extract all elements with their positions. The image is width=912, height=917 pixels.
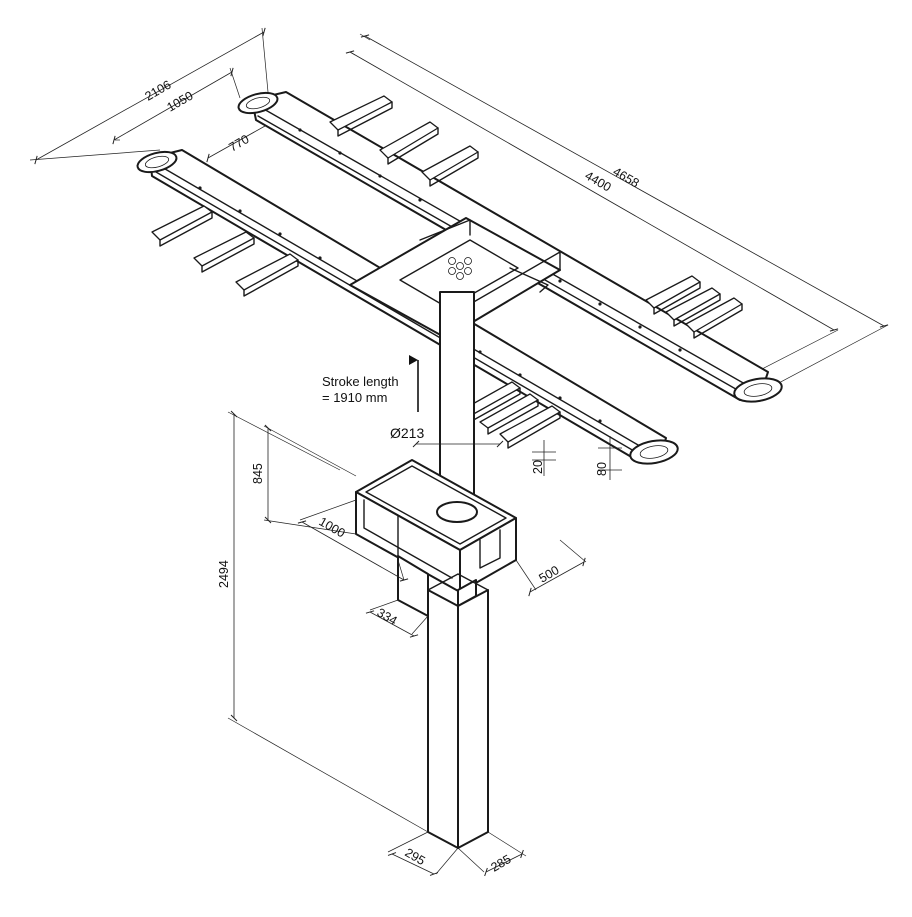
dim-285: 285 [489, 852, 514, 875]
support-post [427, 573, 489, 849]
stroke-length-label-line1: Stroke length [322, 374, 399, 389]
dim-295: 295 [403, 845, 428, 868]
top-dimensions [29, 27, 889, 386]
carrier-frame [136, 91, 783, 465]
dim-4658: 4658 [611, 164, 642, 190]
rail-holes [198, 128, 682, 423]
dim-334: 334 [375, 605, 400, 628]
stroke-length-label-line2: = 1910 mm [322, 390, 387, 405]
dim-20: 20 [531, 460, 545, 474]
dim-1050: 1050 [165, 89, 196, 115]
dim-80: 80 [595, 462, 609, 476]
dim-1000: 1000 [317, 514, 348, 540]
cylinder-housing [355, 459, 517, 617]
bolt-pattern [448, 257, 472, 280]
lifting-pads [151, 95, 743, 449]
dim-845: 845 [251, 463, 265, 484]
lower-dimensions [227, 355, 622, 877]
piston-diameter-label: Ø213 [390, 425, 424, 441]
dim-2494: 2494 [217, 560, 231, 588]
dim-500: 500 [537, 563, 562, 586]
